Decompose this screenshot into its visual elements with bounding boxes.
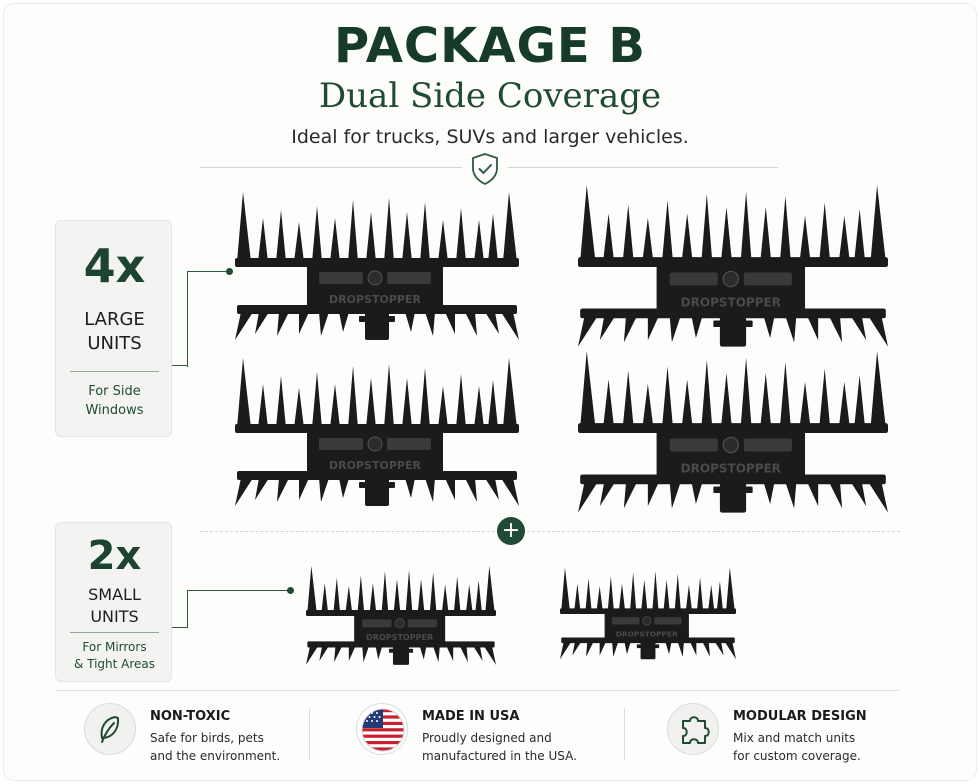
small-units-connector-dot <box>287 587 294 594</box>
package-subtitle: Dual Side Coverage <box>318 76 662 116</box>
feature-modular-design-title: MODULAR DESIGN <box>733 709 867 724</box>
feature-non-toxic-desc-line1: Safe for birds, pets <box>150 731 264 745</box>
small-units-use-line1: For Mirrors <box>82 640 147 654</box>
feature-non-toxic-icon-circle <box>84 703 136 755</box>
feature-modular-design-desc: Mix and match units for custom coverage. <box>733 729 913 765</box>
large-unit-4-brand: DROPSTOPPER <box>681 461 781 475</box>
large-units-label-line1: LARGE <box>84 309 145 330</box>
large-units-connector <box>172 271 188 366</box>
large-unit-1-brand: DROPSTOPPER <box>329 293 421 306</box>
small-units-panel: 2x SMALL UNITS For Mirrors & Tight Areas <box>55 522 172 682</box>
header-divider-left <box>200 167 462 168</box>
feature-modular-design-desc-line2: for custom coverage. <box>733 749 861 763</box>
small-unit-2-brand: DROPSTOPPER <box>616 629 678 638</box>
puzzle-icon <box>682 716 710 744</box>
small-units-connector-bottom <box>172 627 188 628</box>
units-separator-left <box>200 531 495 532</box>
feature-non-toxic: NON-TOXIC Safe for birds, pets and the e… <box>84 703 304 767</box>
small-unit-1-brand: DROPSTOPPER <box>366 633 434 642</box>
large-units-panel: 4x LARGE UNITS For Side Windows <box>55 220 172 437</box>
large-unit-3-brand: DROPSTOPPER <box>329 459 421 472</box>
small-unit-1: DROPSTOPPER <box>306 565 496 666</box>
plus-icon: + <box>497 517 525 545</box>
small-units-label-line1: SMALL <box>88 585 141 604</box>
large-units-use-line1: For Side <box>88 384 141 399</box>
feature-made-in-usa-icon-circle <box>356 703 408 755</box>
small-units-connector-vertical <box>187 590 188 628</box>
features-divider <box>55 690 900 691</box>
large-units-label-line2: UNITS <box>87 333 142 354</box>
features-vdivider-1 <box>309 708 310 760</box>
large-units-connector-dot <box>226 268 233 275</box>
feature-modular-design: MODULAR DESIGN Mix and match units for c… <box>667 703 897 767</box>
large-unit-2-brand: DROPSTOPPER <box>681 295 781 309</box>
large-unit-1: DROPSTOPPER <box>235 191 519 341</box>
feature-non-toxic-desc-line2: and the environment. <box>150 749 281 763</box>
feature-modular-design-desc-line1: Mix and match units <box>733 731 856 745</box>
header-divider-right <box>508 167 778 168</box>
small-units-count: 2x <box>87 533 142 579</box>
us-flag-icon <box>361 708 405 752</box>
feature-made-in-usa-desc: Proudly designed and manufactured in the… <box>422 729 602 765</box>
large-units-connector-top <box>187 271 229 272</box>
large-unit-2: DROPSTOPPER <box>578 184 888 348</box>
feature-non-toxic-desc: Safe for birds, pets and the environment… <box>150 729 330 765</box>
small-units-divider <box>70 632 159 633</box>
large-unit-3: DROPSTOPPER <box>235 357 519 507</box>
large-units-connector-vertical <box>187 271 188 367</box>
feature-made-in-usa-title: MADE IN USA <box>422 709 520 724</box>
leaf-icon <box>100 716 120 743</box>
package-title: PACKAGE B <box>334 18 646 74</box>
feature-modular-design-icon-circle <box>667 703 719 755</box>
large-unit-4: DROPSTOPPER <box>578 350 888 514</box>
large-units-count: 4x <box>83 239 146 293</box>
feature-made-in-usa: MADE IN USA Proudly designed and manufac… <box>356 703 596 767</box>
large-units-use-line2: Windows <box>85 403 144 418</box>
features-vdivider-2 <box>624 708 625 760</box>
small-unit-2: DROPSTOPPER <box>560 567 736 660</box>
shield-check-icon <box>472 153 498 186</box>
small-units-connector-top <box>187 590 289 591</box>
small-units-use-line2: & Tight Areas <box>73 657 156 671</box>
package-tagline: Ideal for trucks, SUVs and larger vehicl… <box>291 126 689 148</box>
feature-made-in-usa-desc-line1: Proudly designed and <box>422 731 552 745</box>
feature-non-toxic-title: NON-TOXIC <box>150 709 231 724</box>
large-units-divider <box>70 371 159 372</box>
small-units-label-line2: UNITS <box>90 607 139 626</box>
units-separator-right <box>527 531 900 532</box>
feature-made-in-usa-desc-line2: manufactured in the USA. <box>422 749 577 763</box>
